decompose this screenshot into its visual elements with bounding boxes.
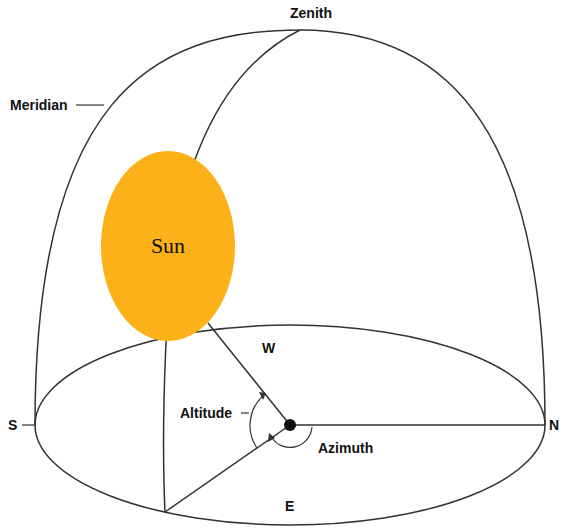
north-line — [290, 424, 545, 426]
meridian-arc — [35, 30, 545, 425]
direction-label: Zenith — [290, 5, 332, 21]
direction-label: E — [285, 498, 294, 514]
direction-label: W — [262, 340, 275, 356]
observer-dot — [284, 419, 296, 431]
direction-label: N — [549, 417, 559, 433]
circle-label: Meridian — [10, 97, 68, 113]
angle-label: Azimuth — [318, 440, 373, 456]
leader-dash — [76, 104, 104, 105]
altitude-arrowhead — [259, 392, 266, 400]
altitude-arc — [250, 395, 264, 448]
sun-ellipse — [101, 151, 235, 341]
direction-label: S — [8, 417, 17, 433]
angle-label: Altitude — [180, 405, 232, 421]
azimuth-arrowhead — [268, 433, 275, 442]
leader-dash — [241, 412, 249, 413]
leader-dash — [22, 424, 35, 425]
ground-line — [165, 425, 290, 512]
horizon-ellipse — [35, 325, 545, 525]
sun-disc: Sun — [100, 150, 236, 342]
node-text: Sun — [151, 233, 185, 259]
